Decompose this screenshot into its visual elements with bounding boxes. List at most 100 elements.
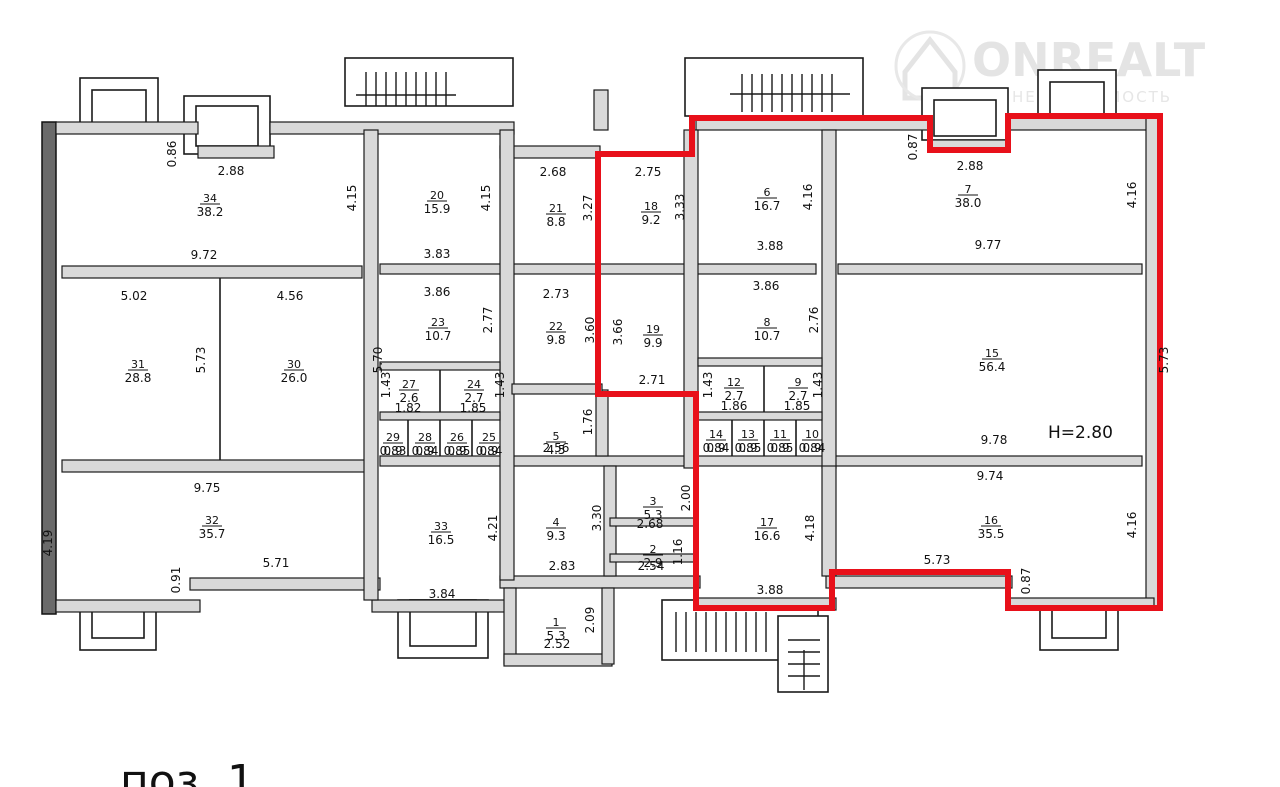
dimension-label: 4.16 [801, 184, 815, 211]
room-area-28: 0.9 [415, 444, 434, 458]
dimension-label: 3.27 [581, 195, 595, 222]
dimension-label: 0.85 [767, 441, 794, 455]
room-number-8: 8 [764, 316, 771, 329]
dimension-label: 3.33 [673, 194, 687, 221]
dimension-label: 1.86 [721, 399, 748, 413]
dimension-label: 0.87 [906, 134, 920, 161]
dimension-label: 9.77 [975, 238, 1002, 252]
room-number-14: 14 [709, 428, 723, 441]
dimension-label: 2.73 [543, 287, 570, 301]
room-number-29: 29 [386, 431, 400, 444]
dimension-label: 4.21 [486, 515, 500, 542]
dimension-label: 4.15 [479, 185, 493, 212]
room-number-5: 5 [553, 430, 560, 443]
dimension-label: 2.56 [543, 441, 570, 455]
room-number-34: 34 [203, 192, 217, 205]
dimension-label: 3.86 [424, 285, 451, 299]
room-number-13: 13 [741, 428, 755, 441]
highlighted-unit-outline [595, 113, 1163, 611]
dimension-label: 2.09 [583, 607, 597, 634]
room-number-6: 6 [764, 186, 771, 199]
room-area-13: 0.9 [738, 441, 757, 455]
room-area-6: 16.7 [754, 199, 781, 213]
room-area-15: 56.4 [979, 360, 1006, 374]
room-number-28: 28 [418, 431, 432, 444]
dimension-label: 9.74 [977, 469, 1004, 483]
room-area-4: 9.3 [546, 529, 565, 543]
room-number-7: 7 [965, 183, 972, 196]
room-number-32: 32 [205, 514, 219, 527]
dimension-label: 2.68 [637, 517, 664, 531]
dimension-label: 3.83 [424, 247, 451, 261]
dimension-label: 4.56 [277, 289, 304, 303]
room-area-26: 0.9 [447, 444, 466, 458]
dimension-label: 2.88 [957, 159, 984, 173]
room-number-31: 31 [131, 358, 145, 371]
room-number-1: 1 [553, 616, 560, 629]
dimension-label: 1.82 [395, 401, 422, 415]
dimension-label: 1.76 [581, 409, 595, 436]
dimension-label: 5.73 [194, 347, 208, 374]
dimension-label: 1.43 [379, 372, 393, 399]
dimension-label: 0.87 [1019, 568, 1033, 595]
room-number-2: 2 [650, 543, 657, 556]
stairs-top-left [356, 72, 456, 106]
dimension-label: 9.78 [981, 433, 1008, 447]
dimension-label: 3.66 [611, 319, 625, 346]
room-area-16: 35.5 [978, 527, 1005, 541]
dimension-label: 2.71 [639, 373, 666, 387]
dimension-label: 2.77 [481, 307, 495, 334]
dimension-label: 3.60 [583, 317, 597, 344]
dimension-label: 0.85 [735, 441, 762, 455]
dimension-label: 3.88 [757, 239, 784, 253]
dimension-label: 0.91 [169, 567, 183, 594]
room-area-20: 15.9 [424, 202, 451, 216]
partitions [219, 278, 797, 460]
room-area-22: 9.8 [546, 333, 565, 347]
room-area-2: 2.9 [643, 556, 662, 570]
room-area-7: 38.0 [955, 196, 982, 210]
dimension-label: 2.88 [218, 164, 245, 178]
dimension-label: 3.88 [757, 583, 784, 597]
dimension-label: 0.84 [476, 444, 503, 458]
interior-walls [61, 89, 1143, 601]
room-number-19: 19 [646, 323, 660, 336]
room-area-12: 2.7 [724, 389, 743, 403]
room-number-21: 21 [549, 202, 563, 215]
dimension-label: 2.76 [807, 307, 821, 334]
room-area-17: 16.6 [754, 529, 781, 543]
dimension-label: 3.86 [753, 279, 780, 293]
dimension-label: 3.84 [429, 587, 456, 601]
room-number-11: 11 [773, 428, 787, 441]
room-area-11: 0.9 [770, 441, 789, 455]
room-number-18: 18 [644, 200, 658, 213]
room-number-4: 4 [553, 516, 560, 529]
room-number-33: 33 [434, 520, 448, 533]
dimension-label: 1.43 [811, 372, 825, 399]
dimension-label: 2.83 [549, 559, 576, 573]
room-number-24: 24 [467, 378, 481, 391]
dimension-label: 4.16 [1125, 512, 1139, 539]
ceiling-height-label: H=2.80 [1048, 423, 1113, 443]
dimension-label: 0.84 [703, 441, 730, 455]
room-number-15: 15 [985, 347, 999, 360]
room-number-16: 16 [984, 514, 998, 527]
room-area-14: 0.9 [706, 441, 725, 455]
dimension-label: 5.02 [121, 289, 148, 303]
room-number-10: 10 [805, 428, 819, 441]
room-area-23: 10.7 [425, 329, 452, 343]
room-area-31: 28.8 [125, 371, 152, 385]
room-area-9: 2.7 [788, 389, 807, 403]
room-area-32: 35.7 [199, 527, 226, 541]
room-number-25: 25 [482, 431, 496, 444]
stairs-bottom [675, 612, 820, 690]
dimension-label: 0.86 [165, 141, 179, 168]
dimension-label: 1.43 [701, 372, 715, 399]
room-number-23: 23 [431, 316, 445, 329]
room-number-9: 9 [795, 376, 802, 389]
dimension-label: 0.83 [380, 444, 407, 458]
dimension-label: 4.18 [803, 515, 817, 542]
dimension-label: 5.70 [371, 347, 385, 374]
room-area-33: 16.5 [428, 533, 455, 547]
dimension-label: 1.16 [671, 539, 685, 566]
